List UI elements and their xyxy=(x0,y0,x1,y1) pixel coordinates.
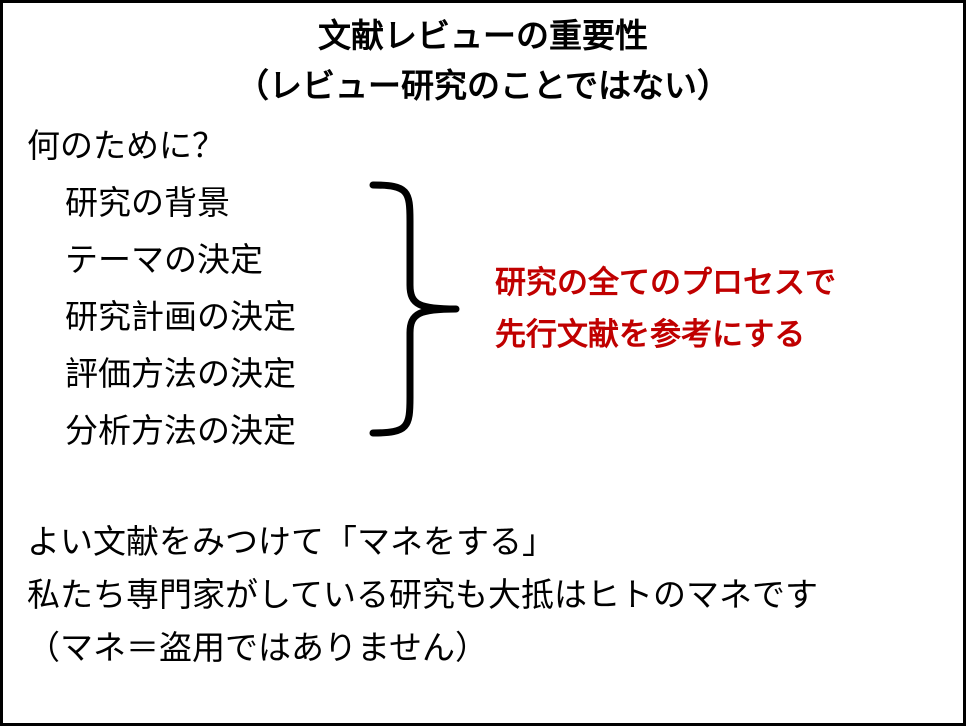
title-line-2: （レビュー研究のことではない） xyxy=(235,66,730,105)
emphasis-line-2: 先行文献を参考にする xyxy=(495,317,806,353)
step-item: テーマの決定 xyxy=(65,240,263,279)
footer-line-3: （マネ＝盗用ではありません） xyxy=(27,628,489,667)
emphasis-message: 研究の全てのプロセスで 先行文献を参考にする xyxy=(495,257,836,361)
research-steps-list: 研究の背景 テーマの決定 研究計画の決定 評価方法の決定 分析方法の決定 xyxy=(65,174,296,459)
step-item: 分析方法の決定 xyxy=(65,411,296,450)
footer-line-2: 私たち専門家がしている研究も大抵はヒトのマネです xyxy=(27,575,819,614)
right-curly-brace-icon xyxy=(369,181,460,437)
slide-title: 文献レビューの重要性 （レビュー研究のことではない） xyxy=(3,11,963,111)
step-item: 研究計画の決定 xyxy=(65,297,296,336)
emphasis-line-1: 研究の全てのプロセスで xyxy=(495,265,836,301)
title-line-1: 文献レビューの重要性 xyxy=(318,16,648,55)
footer-line-1: よい文献をみつけて「マネをする」 xyxy=(27,522,555,561)
step-item: 評価方法の決定 xyxy=(65,354,296,393)
purpose-heading: 何のために？ xyxy=(27,126,225,165)
footer-notes: よい文献をみつけて「マネをする」 私たち専門家がしている研究も大抵はヒトのマネで… xyxy=(27,515,818,674)
step-item: 研究の背景 xyxy=(65,183,230,222)
